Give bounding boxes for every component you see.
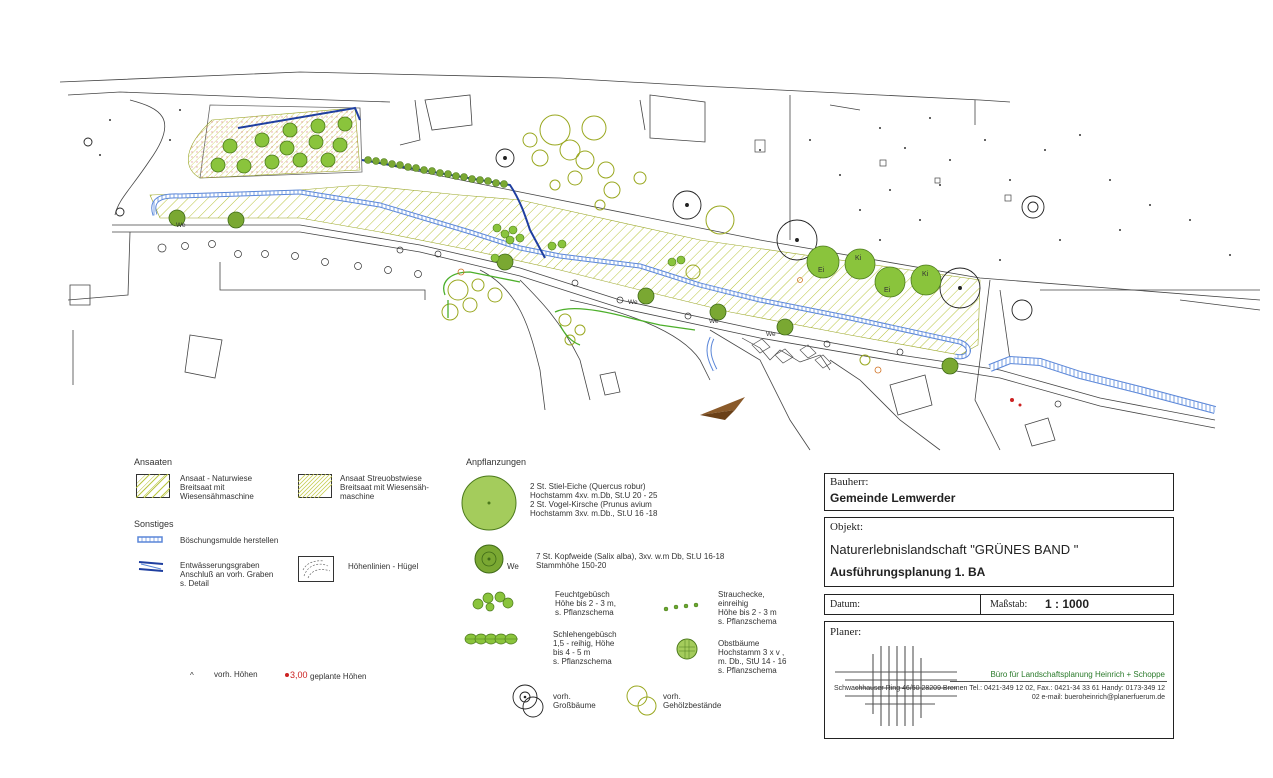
bauherr-box: Bauherr: Gemeinde Lemwerder [824,473,1174,511]
north-arrow-icon [700,397,745,420]
kopfweiden [168,209,959,375]
strauchecke [443,271,696,346]
datum-label: Datum: [830,599,860,610]
buero-name: Büro für Landschaftsplanung Heinrich + S… [990,670,1165,679]
tree-label-4: Ki [922,271,929,278]
massstab-label: Maßstab: [990,599,1028,610]
obstbaum-icon [676,638,698,660]
streuobstwiese-swatch [298,474,332,498]
gehoelzbestaende [441,114,871,366]
entwaesserungsgraben [237,106,546,259]
obstbaeume-top [210,116,353,174]
planer-label: Planer: [830,626,862,638]
grossbaeume-text: vorh. Großbäume [553,692,596,710]
geplante-hoehen-text: geplante Höhen [310,672,367,681]
planned-tree-labels: Ei Ei Ki Ki [818,255,929,294]
level-markers [457,268,882,374]
gehoelz-icon [626,685,657,716]
survey-points [99,109,1231,261]
willow-label-2: We [709,318,719,325]
boeschungsmulde [151,189,1217,414]
gehoelz-text: vorh. Gehölzbestände [663,692,722,710]
entwaesserung-icon [138,561,164,572]
tree-label-3: Ki [855,255,862,262]
boeschungsmulde-text: Böschungsmulde herstellen [180,536,279,545]
grossbaum-icon [512,684,544,718]
kopfweide-tag: We [507,562,519,571]
buero-address: Schwachhauser Ring 46/50 28209 Bremen Te… [833,685,1165,701]
objekt-label: Objekt: [830,521,863,533]
legend-sonstiges-heading: Sonstiges [134,519,174,529]
naturwiese-area [149,184,981,356]
road-trees [157,240,1062,408]
kopfweiden-labels: We We We We [176,222,776,338]
feuchtgebuesch-text: Feuchtgebüsch Höhe bis 2 - 3 m, s. Pflan… [555,590,616,617]
geplante-hoehen-value: 3,00 [290,670,308,680]
naturwiese-text: Ansaat - Naturwiese Breitsaat mit Wiesen… [180,474,254,501]
buero-logo-icon [835,646,957,726]
strauchecke-icon [663,602,699,612]
planer-box: Planer: Büro für Landschaftsplanung Hein… [824,621,1174,739]
feuchtgebuesch-icon [472,591,514,612]
datum-divider [980,595,981,614]
base-linework [59,71,1261,451]
obstbaeume-text: Obstbäume Hochstamm 3 x v , m. Db., StU … [718,639,787,675]
vorh-hoehen-marker: ^ [190,671,194,680]
schlehen-hedge [364,156,508,188]
objekt-box: Objekt: Naturerlebnislandschaft "GRÜNES … [824,517,1174,587]
large-tree-icon [461,475,517,531]
planned-height-dot-icon [285,673,289,677]
buero-underline [950,681,1167,682]
bauherr-label: Bauherr: [830,476,869,488]
kopfweide-text: 7 St. Kopfweide (Salix alba), 3xv. w.m D… [536,552,725,570]
entwaesserung-text: Entwässerungsgraben Anschluß an vorh. Gr… [180,561,274,588]
schlehengebuesch-icon [464,633,518,645]
legend-ansaaten-heading: Ansaaten [134,457,173,467]
legend-anpflanzungen-heading: Anpflanzungen [466,457,527,467]
tree-label-2: Ei [884,287,891,294]
willow-label-1: We [628,299,638,306]
naturwiese-swatch [136,474,170,498]
willow-label-3: We [766,331,776,338]
tree-label-1: Ei [818,267,825,274]
south-structures [751,338,832,369]
buildings [754,139,1012,202]
boeschungsmulde-icon [137,536,163,543]
eiche-kirsche-text: 2 St. Stiel-Eiche (Quercus robur) Hochst… [530,482,658,518]
hoehenlinien-swatch [298,556,334,582]
grossbaeume [83,137,1045,321]
phase-value: Ausführungsplanung 1. BA [830,565,986,579]
willow-label-4: We [176,222,186,229]
bauherr-value: Gemeinde Lemwerder [830,491,956,505]
feuchtgebuesch [490,223,686,267]
streuobstwiese-text: Ansaat Streuobstwiese Breitsaat mit Wies… [340,474,429,501]
datum-box: Datum: Maßstab: 1 : 1000 [824,594,1174,615]
massstab-value: 1 : 1000 [1045,597,1090,611]
planned-height-marks [1010,398,1022,407]
hoehenlinien-text: Höhenlinien - Hügel [348,562,419,571]
strauchecke-text: Strauchecke, einreihig Höhe bis 2 - 3 m … [718,590,777,626]
vorh-hoehen-text: vorh. Höhen [214,670,258,679]
planned-large-trees [806,245,942,298]
kopfweide-icon [474,544,504,574]
schlehengebuesch-text: Schlehengebüsch 1,5 - reihig, Höhe bis 4… [553,630,617,666]
objekt-value: Naturerlebnislandschaft "GRÜNES BAND " [830,542,1079,557]
